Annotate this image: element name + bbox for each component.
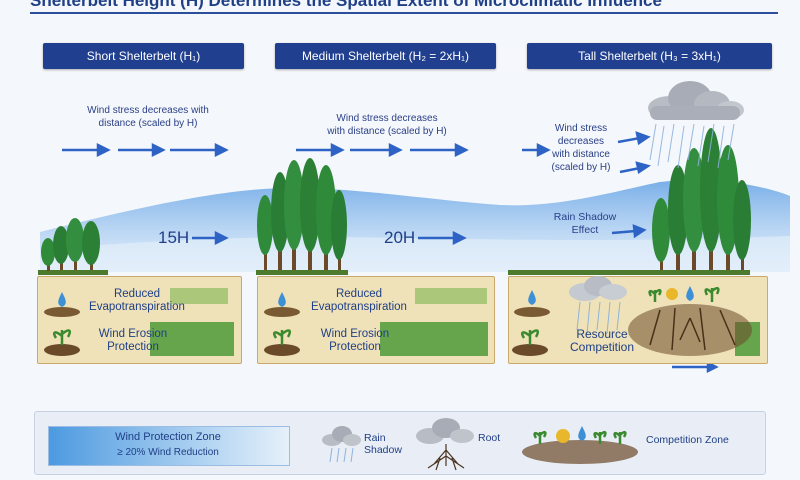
rain-icon	[649, 123, 735, 169]
rain-shadow-effect-label: Rain Shadow Effect	[553, 211, 617, 236]
ground-tall	[508, 270, 750, 275]
label-wind-erosion-medium: Wind Erosion Protection	[320, 328, 390, 353]
rain-icon	[576, 301, 621, 335]
wind-arrow-icon	[62, 131, 719, 374]
legend-zone-subtitle: ≥ 20% Wind Reduction	[117, 447, 219, 458]
seedling-icon	[44, 307, 550, 356]
ground-medium	[256, 270, 348, 275]
page-title: Shelterbelt Height (H) Determines the Sp…	[30, 0, 662, 10]
header-tall-shelterbelt: Tall Shelterbelt (H₃ = 3xH₁)	[527, 43, 772, 69]
sun-icon	[666, 288, 678, 300]
legend-wind-protection-zone	[48, 426, 290, 466]
header-medium-shelterbelt: Medium Shelterbelt (H₂ = 2xH₁)	[275, 43, 496, 69]
legend-competition-zone: Competition Zone	[646, 434, 729, 446]
label-reduced-et-medium: Reduced Evapotranspiration	[311, 288, 407, 313]
legend-zone-title: Wind Protection Zone	[115, 431, 221, 443]
water-drop-icon	[578, 426, 586, 441]
note-medium: Wind stress decreases with distance (sca…	[327, 113, 447, 137]
cloud-icon	[322, 426, 361, 446]
root-icon	[628, 304, 752, 356]
sun-icon	[556, 429, 570, 443]
ground-short	[38, 270, 108, 275]
seedling-icon	[533, 430, 627, 444]
cloud-icon	[648, 81, 744, 120]
label-wind-erosion-short: Wind Erosion Protection	[98, 328, 168, 353]
header-short-shelterbelt: Short Shelterbelt (H₁)	[43, 43, 244, 69]
label-resource-competition: Resource Competition	[569, 327, 635, 354]
cloud-icon	[416, 418, 474, 444]
note-tall: Wind stress decreases with distance (sca…	[551, 123, 611, 173]
legend-root: Root	[478, 432, 501, 444]
tree-icon	[652, 128, 751, 270]
rain-icon	[329, 447, 354, 463]
distance-label-15h: 15H	[158, 228, 190, 247]
tree-icon	[257, 158, 347, 270]
title-divider	[30, 12, 778, 14]
tree-icon	[41, 218, 100, 271]
cloud-icon	[569, 276, 627, 301]
legend-rain-shadow: Rain Shadow	[364, 432, 402, 456]
root-icon	[427, 444, 465, 471]
wind-field-lower	[40, 236, 790, 272]
water-drop-icon	[58, 286, 694, 307]
distance-label-20h: 20H	[384, 228, 416, 247]
note-short: Wind stress decreases with distance (sca…	[87, 105, 209, 129]
label-reduced-et-short: Reduced Evapotranspiration	[89, 288, 185, 313]
root-icon	[522, 440, 638, 464]
seedling-icon	[648, 286, 720, 302]
